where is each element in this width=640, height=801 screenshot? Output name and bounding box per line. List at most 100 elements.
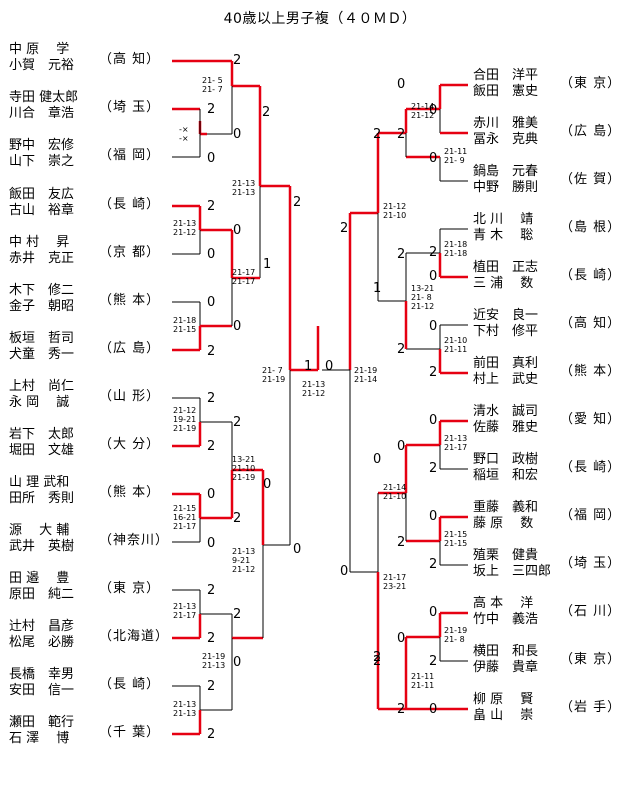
- match-score: 1: [304, 359, 313, 374]
- prefecture-label: （長 崎）: [560, 268, 622, 283]
- player-name: 野口 政樹: [473, 452, 539, 467]
- player-name: 伊藤 貴章: [473, 660, 539, 675]
- player-name: 小賀 元裕: [9, 58, 75, 73]
- match-score: 0: [429, 605, 438, 620]
- prefecture-label: （島 根）: [560, 220, 622, 235]
- player-name: 武井 英樹: [9, 539, 75, 554]
- player-name: 村上 武史: [473, 372, 539, 387]
- player-name: 岩下 太郎: [9, 427, 75, 442]
- match-score: 2: [373, 127, 382, 142]
- player-name: 横田 和長: [473, 644, 539, 659]
- prefecture-label: （京 都）: [99, 245, 161, 260]
- prefecture-label: （熊 本）: [99, 293, 161, 308]
- prefecture-label: （埼 玉）: [560, 556, 622, 571]
- prefecture-label: （神奈川）: [99, 533, 170, 548]
- match-score: 2: [233, 53, 242, 68]
- player-name: 田所 秀則: [9, 491, 75, 506]
- player-name: 堀田 文雄: [9, 443, 75, 458]
- prefecture-label: （高 知）: [560, 316, 622, 331]
- player-name: 清水 誠司: [473, 404, 539, 419]
- player-name: 石 澤 博: [9, 731, 70, 746]
- player-name: 中野 勝則: [473, 180, 539, 195]
- player-name: 藤 原 数: [473, 516, 534, 531]
- player-name: 松尾 必勝: [9, 635, 75, 650]
- prefecture-label: （東 京）: [560, 652, 622, 667]
- prefecture-label: （福 岡）: [99, 148, 161, 163]
- match-score: 2: [397, 702, 406, 717]
- match-score: 0: [207, 536, 216, 551]
- match-score: 0: [373, 452, 382, 467]
- prefecture-label: （広 島）: [560, 124, 622, 139]
- prefecture-label: （長 崎）: [99, 677, 161, 692]
- match-score: 2: [207, 344, 216, 359]
- player-name: 畠 山 崇: [473, 708, 534, 723]
- player-name: 中 原 学: [9, 42, 70, 57]
- match-score: 2: [207, 583, 216, 598]
- match-score: 2: [373, 650, 382, 665]
- match-score: 1: [373, 281, 382, 296]
- player-name: 稲垣 和宏: [473, 468, 539, 483]
- player-name: 植田 正志: [473, 260, 539, 275]
- player-name: 板垣 哲司: [9, 331, 75, 346]
- prefecture-label: （大 分）: [99, 437, 161, 452]
- player-name: 鍋島 元春: [473, 164, 539, 179]
- player-name: 重藤 義和: [473, 500, 539, 515]
- player-name: 川合 章浩: [9, 106, 75, 121]
- player-name: 合田 洋平: [473, 68, 539, 83]
- player-name: 山下 崇之: [9, 154, 75, 169]
- player-name: 高 本 洋: [473, 596, 534, 611]
- player-name: 佐藤 雅史: [473, 420, 539, 435]
- player-name: 田 邉 豊: [9, 571, 70, 586]
- player-name: 木下 修二: [9, 283, 75, 298]
- prefecture-label: （東 京）: [560, 76, 622, 91]
- match-score: 2: [397, 342, 406, 357]
- prefecture-label: （埼 玉）: [99, 100, 161, 115]
- player-name: 源 大 輔: [9, 523, 70, 538]
- match-score: 2: [207, 439, 216, 454]
- player-name: 野中 宏修: [9, 138, 75, 153]
- player-name: 寺田 健太郎: [9, 90, 79, 105]
- match-score: 2: [233, 511, 242, 526]
- match-score: 2: [293, 195, 302, 210]
- match-score: 0: [233, 223, 242, 238]
- match-score: 2: [207, 199, 216, 214]
- match-score: 0: [397, 631, 406, 646]
- player-name: 金子 朝昭: [9, 299, 75, 314]
- player-name: 永 岡 誠: [9, 395, 70, 410]
- player-name: 瀬田 範行: [9, 715, 75, 730]
- player-name: 柳 原 賢: [473, 692, 534, 707]
- player-name: 竹中 義浩: [473, 612, 539, 627]
- match-score: 0: [207, 247, 216, 262]
- match-score: 0: [263, 477, 272, 492]
- player-name: 原田 純二: [9, 587, 75, 602]
- prefecture-label: （広 島）: [99, 341, 161, 356]
- prefecture-label: （岩 手）: [560, 700, 622, 715]
- page-title: 40歳以上男子複（４０ＭＤ）: [223, 11, 417, 27]
- prefecture-label: （愛 知）: [560, 412, 622, 427]
- match-score: 0: [397, 77, 406, 92]
- prefecture-label: （山 形）: [99, 389, 161, 404]
- player-name: 下村 修平: [473, 324, 539, 339]
- match-score: 2: [429, 365, 438, 380]
- prefecture-label: （北海道）: [99, 629, 170, 644]
- prefecture-label: （福 岡）: [560, 508, 622, 523]
- match-score: 2: [397, 535, 406, 550]
- match-score: 0: [429, 702, 438, 717]
- player-name: 山 理 武和: [9, 475, 70, 490]
- prefecture-label: （熊 本）: [99, 485, 161, 500]
- match-score: 0: [207, 151, 216, 166]
- player-name: 上村 尚仁: [9, 379, 75, 394]
- player-name: 長橋 幸男: [9, 667, 75, 682]
